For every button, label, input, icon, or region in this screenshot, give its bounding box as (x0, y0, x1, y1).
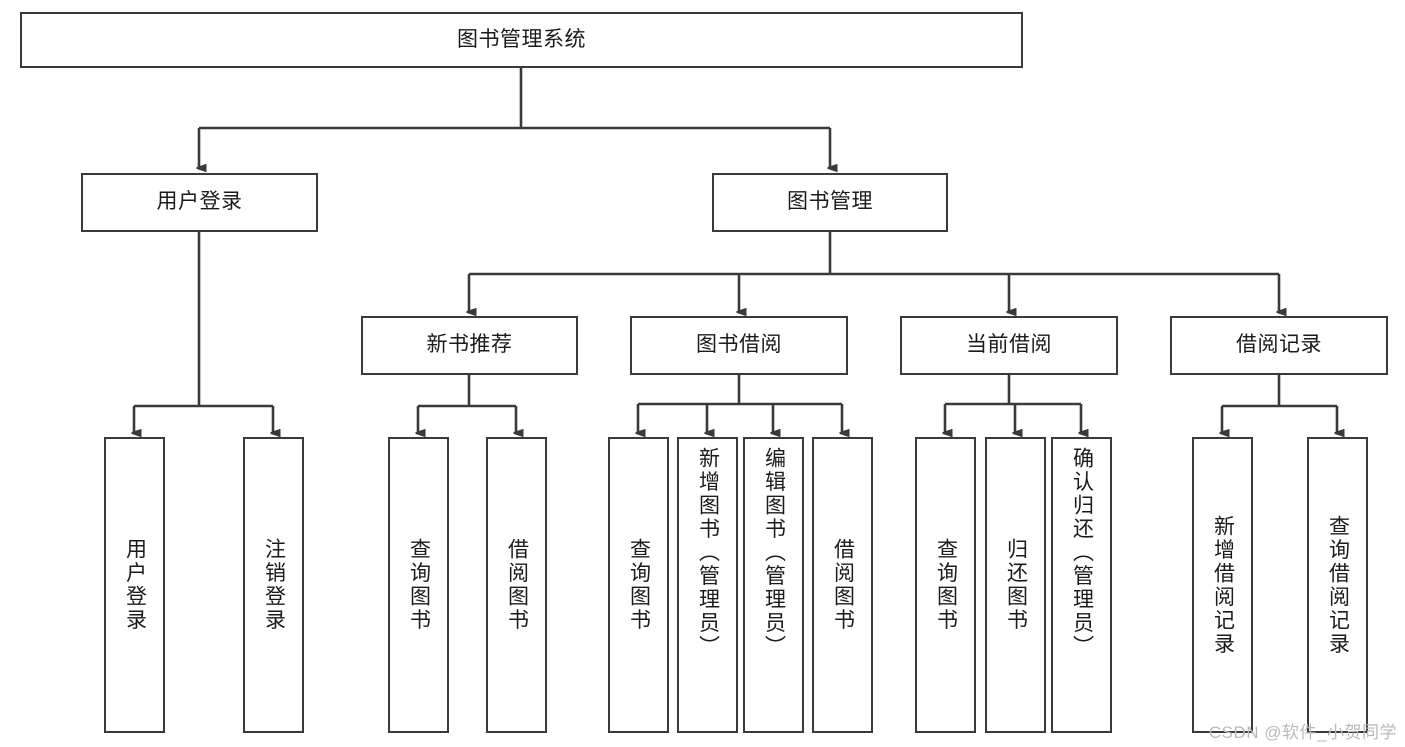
node-user-login[interactable]: 用户登录 (81, 173, 318, 232)
node-leaf-query-book-2-label: 查询图书 (627, 538, 651, 632)
node-book-borrow[interactable]: 图书借阅 (630, 316, 848, 375)
node-current-borrow[interactable]: 当前借阅 (900, 316, 1118, 375)
node-leaf-query-book-3[interactable]: 查询图书 (915, 437, 976, 733)
node-leaf-query-record[interactable]: 查询借阅记录 (1307, 437, 1368, 733)
node-leaf-query-book-3-label: 查询图书 (934, 538, 958, 632)
node-leaf-user-login-label: 用户登录 (123, 538, 147, 632)
node-leaf-confirm-return-label: 确认归还（管理员） (1070, 447, 1094, 659)
node-book-management-label: 图书管理 (787, 190, 873, 214)
node-leaf-user-login[interactable]: 用户登录 (104, 437, 165, 733)
node-leaf-add-book-label: 新增图书（管理员） (696, 447, 720, 659)
node-book-borrow-label: 图书借阅 (696, 333, 782, 357)
node-user-login-label: 用户登录 (156, 190, 243, 214)
node-leaf-return-book-label: 归还图书 (1004, 538, 1028, 632)
node-leaf-add-record-label: 新增借阅记录 (1211, 514, 1235, 656)
node-new-book-recommend-label: 新书推荐 (426, 333, 513, 357)
node-root[interactable]: 图书管理系统 (20, 12, 1023, 68)
node-new-book-recommend[interactable]: 新书推荐 (361, 316, 578, 375)
node-leaf-return-book[interactable]: 归还图书 (985, 437, 1046, 733)
node-leaf-query-book-1[interactable]: 查询图书 (388, 437, 449, 733)
node-leaf-borrow-book-1-label: 借阅图书 (505, 538, 529, 632)
node-leaf-edit-book-label: 编辑图书（管理员） (762, 447, 786, 659)
node-leaf-edit-book[interactable]: 编辑图书（管理员） (743, 437, 804, 733)
node-leaf-query-book-2[interactable]: 查询图书 (608, 437, 669, 733)
node-leaf-add-record[interactable]: 新增借阅记录 (1192, 437, 1253, 733)
node-leaf-query-record-label: 查询借阅记录 (1326, 514, 1350, 656)
node-leaf-query-book-1-label: 查询图书 (407, 538, 431, 632)
node-borrow-record[interactable]: 借阅记录 (1170, 316, 1388, 375)
node-leaf-add-book[interactable]: 新增图书（管理员） (677, 437, 738, 733)
node-leaf-borrow-book-2-label: 借阅图书 (831, 538, 855, 632)
node-leaf-confirm-return[interactable]: 确认归还（管理员） (1051, 437, 1112, 733)
node-current-borrow-label: 当前借阅 (966, 333, 1052, 357)
node-leaf-borrow-book-1[interactable]: 借阅图书 (486, 437, 547, 733)
node-leaf-logout-login-label: 注销登录 (262, 538, 286, 632)
node-leaf-borrow-book-2[interactable]: 借阅图书 (812, 437, 873, 733)
node-leaf-logout-login[interactable]: 注销登录 (243, 437, 304, 733)
node-book-management[interactable]: 图书管理 (712, 173, 948, 232)
node-borrow-record-label: 借阅记录 (1236, 333, 1322, 357)
node-root-label: 图书管理系统 (457, 27, 586, 51)
